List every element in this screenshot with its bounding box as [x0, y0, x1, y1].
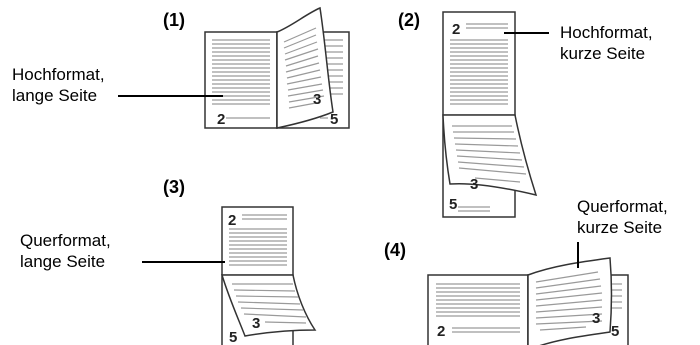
d4-page-left: 2	[437, 323, 445, 340]
figure-number-4: (4)	[384, 240, 406, 260]
d1-page-turn: 3	[313, 91, 321, 108]
label-portrait-short-line2: kurze Seite	[560, 44, 646, 63]
figure-number-1: (1)	[163, 10, 185, 30]
booklet-portrait-short-edge	[442, 11, 538, 218]
label-landscape-short: Querformat, kurze Seite	[577, 196, 668, 238]
figure-number-2: (2)	[398, 10, 420, 30]
d3-page-bottom: 5	[229, 329, 237, 345]
d3-page-top: 2	[228, 212, 236, 229]
d2-page-bottom: 5	[449, 196, 457, 213]
label-landscape-short-line1: Querformat,	[577, 197, 668, 216]
d1-page-left: 2	[217, 111, 225, 128]
d4-page-right: 5	[611, 323, 619, 340]
booklet-portrait-long-edge	[204, 6, 350, 129]
figure-number-3: (3)	[163, 177, 185, 197]
label-landscape-long: Querformat, lange Seite	[20, 230, 111, 272]
leader-lines	[118, 32, 579, 268]
booklet-landscape-short-edge	[427, 257, 629, 345]
d4-page-turn: 3	[592, 310, 600, 327]
label-portrait-long-line2: lange Seite	[12, 86, 98, 105]
d3-page-turn: 3	[252, 315, 260, 332]
booklet-landscape-long-edge	[220, 206, 317, 345]
label-portrait-long: Hochformat, lange Seite	[12, 64, 105, 106]
label-landscape-long-line2: lange Seite	[20, 252, 106, 271]
d2-page-top: 2	[452, 21, 460, 38]
label-landscape-long-line1: Querformat,	[20, 231, 111, 250]
label-portrait-short-line1: Hochformat,	[560, 23, 653, 42]
label-portrait-short: Hochformat, kurze Seite	[560, 22, 653, 64]
label-landscape-short-line2: kurze Seite	[577, 218, 663, 237]
label-portrait-long-line1: Hochformat,	[12, 65, 105, 84]
d2-page-turn: 3	[470, 176, 478, 193]
d1-page-right: 5	[330, 111, 338, 128]
